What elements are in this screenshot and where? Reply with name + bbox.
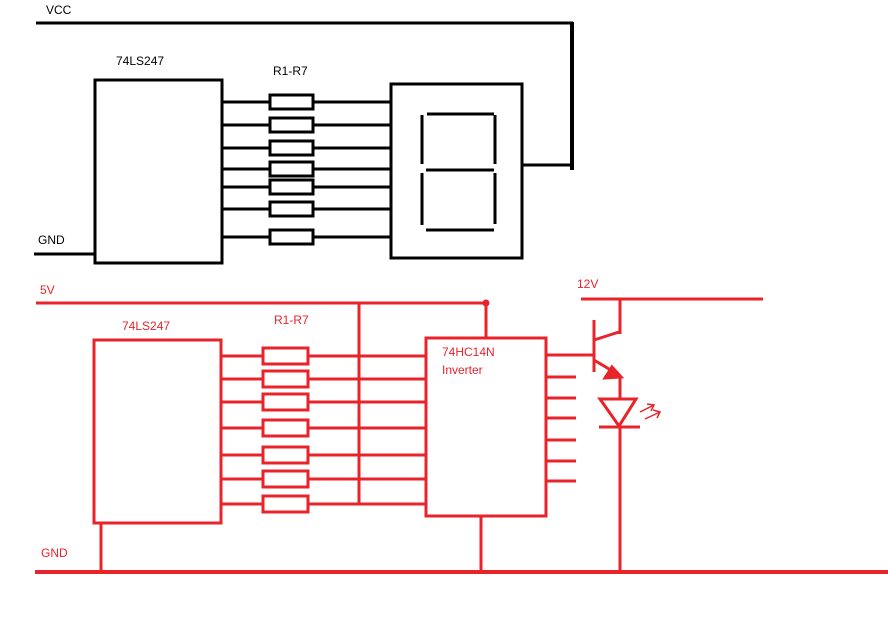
led-light-ray-2 xyxy=(644,411,661,420)
seven-segment-display xyxy=(389,82,524,260)
resistor-top-r3 xyxy=(268,139,315,157)
led-light-arrow-1 xyxy=(646,403,656,412)
led-light-arrow-2 xyxy=(652,409,662,419)
led-icon xyxy=(597,397,662,429)
supply-label-12v: 12V xyxy=(577,277,598,291)
resistor-array-top xyxy=(222,93,391,246)
inverter-output-pins xyxy=(546,353,594,483)
resistor-top-r5 xyxy=(268,178,315,196)
resistor-top-r7 xyxy=(268,228,315,246)
inverter-label-line1: 74HC14N xyxy=(442,345,495,359)
resistor-bottom-r5 xyxy=(261,445,310,465)
resistor-top-r6 xyxy=(268,200,315,218)
ic-label-top: 74LS247 xyxy=(116,54,164,68)
resistor-top-r2 xyxy=(268,116,315,134)
led-triangle xyxy=(597,397,639,429)
gnd-label-top: GND xyxy=(38,233,65,247)
npn-transistor-icon xyxy=(592,299,625,380)
resistor-top-r4 xyxy=(268,160,315,178)
gnd-label-bottom: GND xyxy=(41,546,68,560)
bottom-circuit: 5V GND 74LS247 R1-R7 74HC14N Inverter 12… xyxy=(35,277,888,574)
resistor-bottom-r6 xyxy=(261,469,310,489)
resistor-label-bottom: R1-R7 xyxy=(274,313,309,327)
resistor-bottom-r2 xyxy=(261,369,310,389)
supply-label-5v: 5V xyxy=(40,283,55,297)
top-circuit: VCC GND 74LS247 R1-R7 xyxy=(34,3,574,265)
resistor-bottom-r3 xyxy=(261,392,310,412)
resistor-bottom-r4 xyxy=(261,418,310,438)
ic-74ls247-bottom xyxy=(92,338,223,525)
resistor-bottom-r7 xyxy=(261,494,310,514)
ic-74ls247-top xyxy=(93,78,224,265)
collector-lead xyxy=(593,330,620,342)
resistor-top-r1 xyxy=(268,93,315,111)
led-light-ray-1 xyxy=(639,404,655,413)
resistor-bottom-r1 xyxy=(261,346,310,366)
inverter-74hc14n xyxy=(424,336,548,518)
inverter-label-line2: Inverter xyxy=(442,363,483,377)
seven-segment-digit xyxy=(420,112,497,232)
resistor-label-top: R1-R7 xyxy=(273,64,308,78)
vcc-label: VCC xyxy=(46,3,72,17)
resistor-array-bottom xyxy=(221,346,426,514)
emitter-arrow xyxy=(602,364,625,380)
ic-label-bottom: 74LS247 xyxy=(122,319,170,333)
